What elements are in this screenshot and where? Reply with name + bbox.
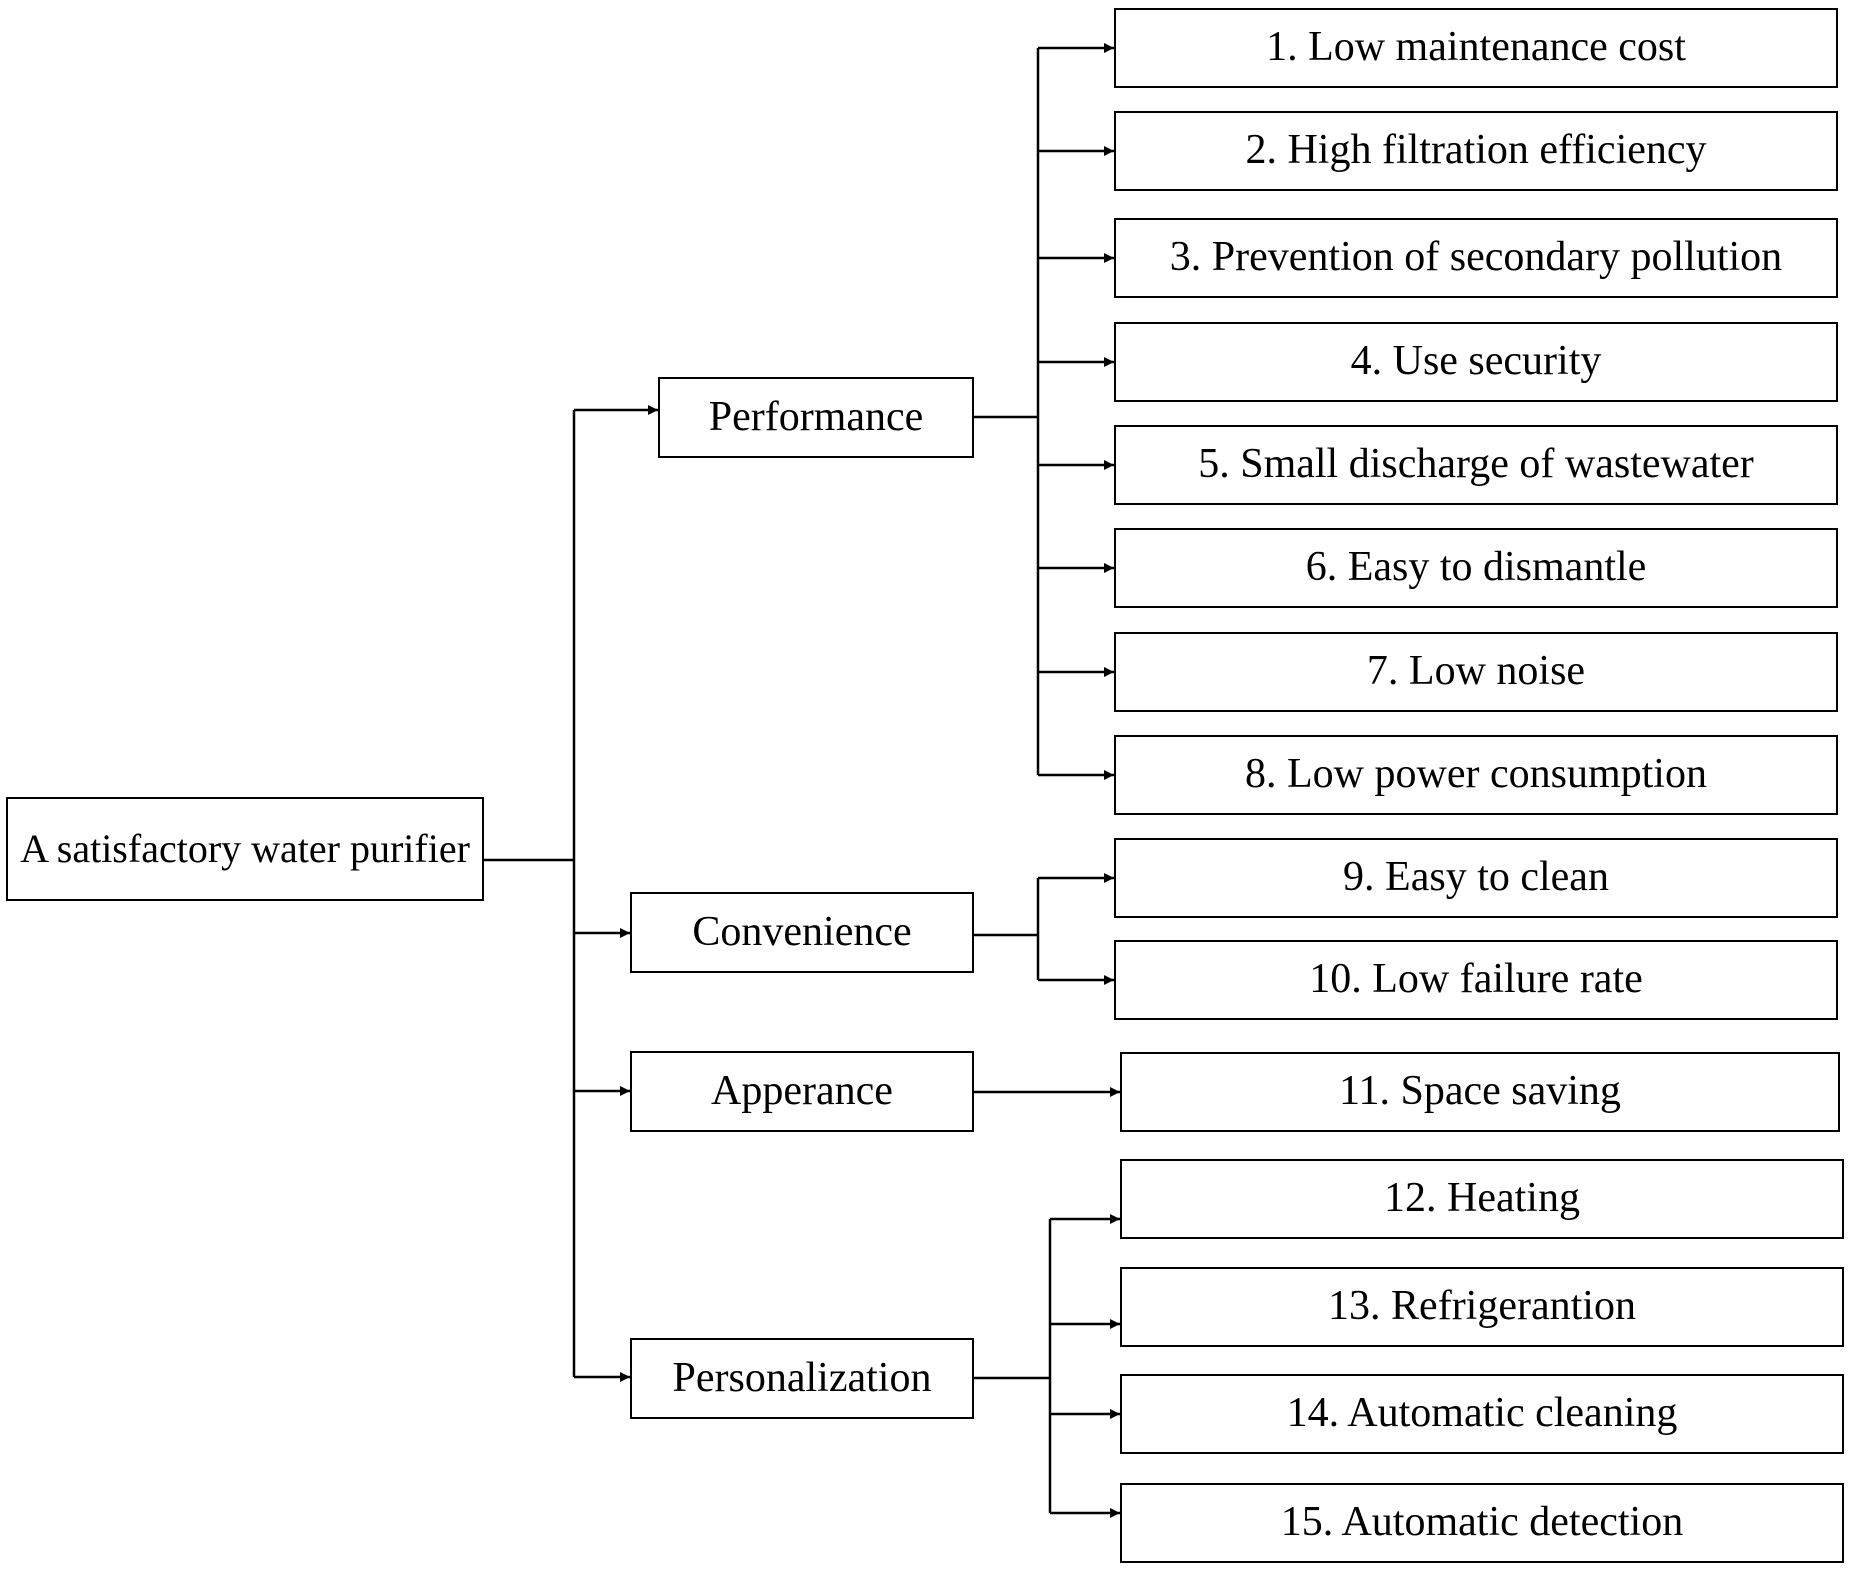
item-10: 10. Low failure rate bbox=[1114, 940, 1838, 1020]
category-appearance: Apperance bbox=[630, 1051, 974, 1132]
category-convenience: Convenience bbox=[630, 892, 974, 973]
item-3: 3. Prevention of secondary pollution bbox=[1114, 218, 1838, 298]
item-5: 5. Small discharge of wastewater bbox=[1114, 425, 1838, 505]
item-12: 12. Heating bbox=[1120, 1159, 1844, 1239]
item-1: 1. Low maintenance cost bbox=[1114, 8, 1838, 88]
item-11: 11. Space saving bbox=[1120, 1052, 1840, 1132]
item-4: 4. Use security bbox=[1114, 322, 1838, 402]
item-15: 15. Automatic detection bbox=[1120, 1483, 1844, 1563]
item-13: 13. Refrigerantion bbox=[1120, 1267, 1844, 1347]
item-14: 14. Automatic cleaning bbox=[1120, 1374, 1844, 1454]
item-9: 9. Easy to clean bbox=[1114, 838, 1838, 918]
item-7: 7. Low noise bbox=[1114, 632, 1838, 712]
category-performance: Performance bbox=[658, 377, 974, 458]
category-personalization: Personalization bbox=[630, 1338, 974, 1419]
item-6: 6. Easy to dismantle bbox=[1114, 528, 1838, 608]
item-8: 8. Low power consumption bbox=[1114, 735, 1838, 815]
root-node: A satisfactory water purifier bbox=[6, 797, 484, 901]
item-2: 2. High filtration efficiency bbox=[1114, 111, 1838, 191]
